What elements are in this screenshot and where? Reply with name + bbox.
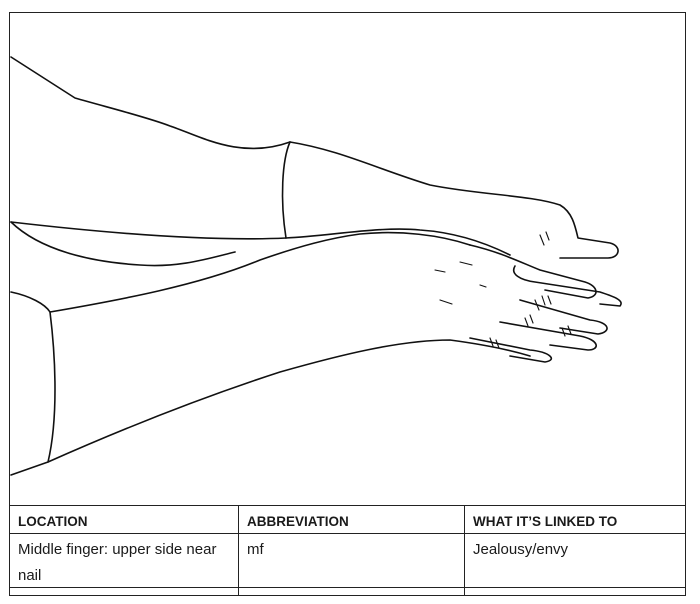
lower-arm-top: [49, 231, 471, 313]
header-abbreviation: ABBREVIATION: [238, 505, 465, 534]
header-linked-to: WHAT IT’S LINKED TO: [464, 505, 686, 534]
header-location: LOCATION: [9, 505, 239, 534]
upper-sleeve: [10, 56, 291, 150]
finger-location-table: LOCATION ABBREVIATION WHAT IT’S LINKED T…: [9, 505, 686, 596]
lower-sleeve-edge: [10, 291, 56, 476]
lower-sleeve: [10, 221, 236, 267]
upper-arm-lower: [10, 221, 287, 240]
cell-linked-to: Jealousy/envy: [464, 533, 686, 596]
upper-hand: [289, 141, 619, 259]
table-header-row: LOCATION ABBREVIATION WHAT IT’S LINKED T…: [9, 505, 686, 534]
cell-location: Middle finger: upper side near nail: [9, 533, 239, 596]
table-row: Middle finger: upper side near nail mf J…: [9, 533, 686, 596]
upper-sleeve-cuff: [281, 141, 291, 239]
lower-arm-bottom: [47, 339, 531, 463]
upper-hand-palm: [285, 228, 511, 256]
lower-hand-fingers: [469, 244, 622, 363]
cell-abbreviation: mf: [238, 533, 465, 596]
knuckle-creases: [434, 231, 572, 349]
